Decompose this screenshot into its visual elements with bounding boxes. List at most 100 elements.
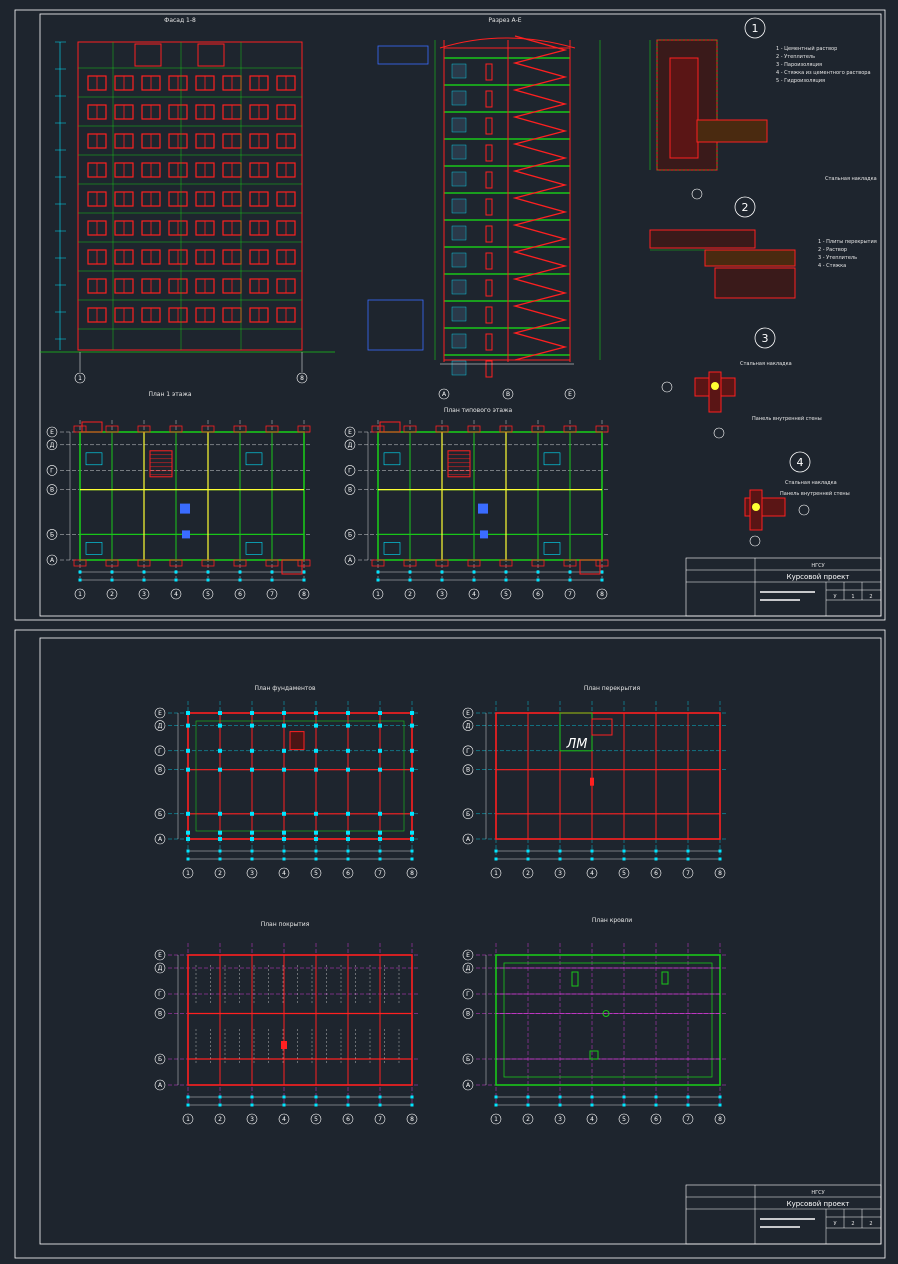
plan-axis-marker xyxy=(522,1113,534,1125)
plan-axis-label: 3 xyxy=(250,870,254,877)
plan-axis-marker xyxy=(310,867,322,879)
plan-dim-tick xyxy=(186,1103,190,1107)
foundation-pile xyxy=(346,837,350,841)
plan-dim-tick xyxy=(270,570,274,574)
plan-dim-tick xyxy=(250,857,254,861)
plan-shaft xyxy=(180,503,190,514)
foundation-pile xyxy=(410,837,414,841)
detail-2-number: 2 xyxy=(742,201,749,214)
plan-window xyxy=(403,559,417,567)
plan-dim-tick xyxy=(110,578,114,582)
section-axis-marker xyxy=(502,388,514,400)
plan-window xyxy=(499,425,513,433)
plan-dim-tick xyxy=(622,1103,626,1107)
steel-plate-label-1: Стальная накладка xyxy=(825,176,877,182)
roof-vent xyxy=(589,1050,599,1060)
detail-4: 4 Стальная накладка Панель внутренней ст… xyxy=(744,451,850,547)
plan-axis-marker xyxy=(214,1113,226,1125)
plan-typical-title: План типового этажа xyxy=(444,407,513,414)
plan-axis-marker xyxy=(462,988,474,1000)
plan-window xyxy=(137,425,151,433)
plan-outer-wall xyxy=(377,431,603,561)
plan-axis-label: 4 xyxy=(590,1116,594,1123)
foundation-pile xyxy=(186,830,190,835)
plan-room-fixture xyxy=(245,452,263,466)
foundation-pile xyxy=(314,723,318,728)
foundation-pile xyxy=(314,711,318,715)
plan-axis-label: А xyxy=(50,557,55,564)
plan-axis-marker xyxy=(342,1113,354,1125)
plan-dim-tick xyxy=(410,857,414,861)
plan-dim-tick xyxy=(78,570,82,574)
plan-axis-label: 8 xyxy=(718,870,722,877)
plan-axis-label: А xyxy=(466,1082,471,1089)
plan-axis-label: Е xyxy=(158,710,162,717)
foundation-pile xyxy=(218,748,222,753)
plan-axis-marker xyxy=(532,588,544,600)
plan-axis-label: Д xyxy=(158,965,163,972)
plan-dim-tick xyxy=(314,849,318,853)
plan-axis-marker xyxy=(154,1079,166,1091)
plan-axis-marker xyxy=(554,1113,566,1125)
plan-axis-marker xyxy=(404,588,416,600)
section-level-mark xyxy=(451,306,467,322)
plan-axis-marker xyxy=(554,867,566,879)
stamp-2-sheet: 2 xyxy=(851,1221,854,1227)
plan-dim-tick xyxy=(654,857,658,861)
plan-dim-tick xyxy=(718,1095,722,1099)
detail-3-number: 3 xyxy=(762,332,769,345)
plan-dim-tick xyxy=(590,1095,594,1099)
plan-dim-tick xyxy=(654,849,658,853)
plan-axis-marker xyxy=(462,1008,474,1019)
section-title: Разрез А-Е xyxy=(488,17,521,24)
plan-axis-label: В xyxy=(348,487,352,494)
plan-axis-marker xyxy=(46,529,58,540)
plan-balcony xyxy=(81,421,103,433)
foundation-pile xyxy=(282,811,286,816)
plan-window xyxy=(297,425,311,433)
plan-dim-tick xyxy=(376,578,380,582)
plan-window xyxy=(371,559,385,567)
plan-dim-tick xyxy=(408,570,412,574)
plan-axis-label: 4 xyxy=(590,870,594,877)
plan-dim-tick xyxy=(346,1095,350,1099)
plan-axis-label: 3 xyxy=(558,1116,562,1123)
plan-axis-marker xyxy=(310,1113,322,1125)
plan-dim-tick xyxy=(494,1103,498,1107)
foundation-pile xyxy=(314,837,318,841)
plan-axis-label: В xyxy=(158,767,162,774)
foundation-pile xyxy=(346,723,350,728)
plan-axis-label: Д xyxy=(158,723,163,730)
plan-axis-marker xyxy=(500,588,512,600)
plan-axis-marker xyxy=(714,867,726,879)
plan-axis-label: 2 xyxy=(218,1116,222,1123)
plan-axis-label: 4 xyxy=(282,870,286,877)
plan-axis-marker xyxy=(138,588,150,600)
plan-dim-tick xyxy=(504,570,508,574)
plan-axis-marker xyxy=(46,439,58,451)
plan-axis-marker xyxy=(596,588,608,600)
plan-dim-tick xyxy=(494,1095,498,1099)
plan-axis-label: В xyxy=(50,487,54,494)
section-level-mark xyxy=(451,90,467,106)
plan-window xyxy=(233,559,247,567)
foundation-pile xyxy=(186,723,190,728)
foundation-pile xyxy=(378,811,382,816)
facade-axis-label: 1 xyxy=(78,375,82,382)
section-axis-label: Е xyxy=(568,391,572,398)
plan-balcony xyxy=(379,421,401,433)
plan-axis-label: Б xyxy=(348,531,352,538)
foundation-pile xyxy=(218,711,222,715)
plan-axis-marker xyxy=(714,1113,726,1125)
plan-outer-wall xyxy=(495,712,721,840)
section-axis-marker xyxy=(564,388,576,400)
plan-dim-tick xyxy=(622,857,626,861)
plan-axis-marker xyxy=(278,1113,290,1125)
plan-dim-tick xyxy=(504,578,508,582)
plan-axis-label: Г xyxy=(466,991,470,998)
plan-axis-marker xyxy=(342,867,354,879)
foundation-pile xyxy=(314,748,318,753)
